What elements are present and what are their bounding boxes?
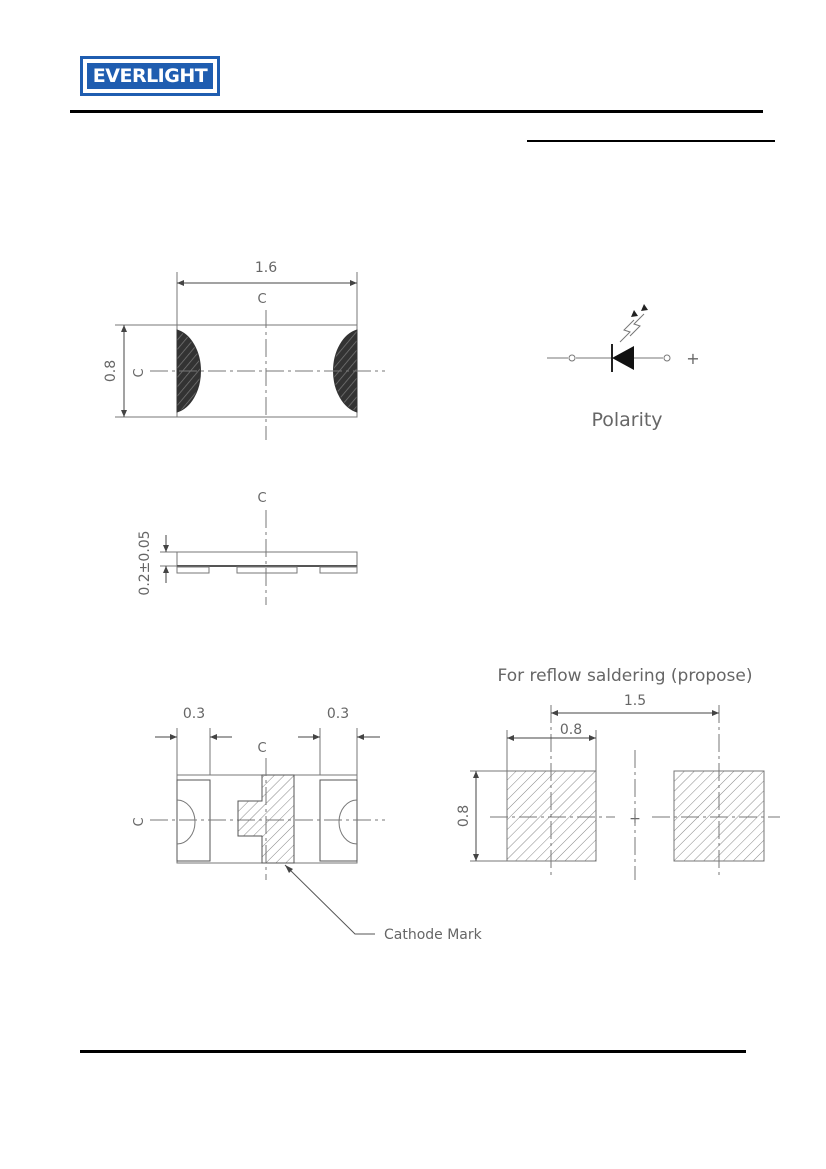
emission-arrow-icon xyxy=(631,310,638,317)
top-centerline-mark: C xyxy=(257,292,266,307)
side-thickness-dim: 0.2±0.05 xyxy=(137,530,153,595)
footer-rule xyxy=(80,1050,746,1053)
header-short-rule xyxy=(527,140,775,142)
top-width-dim: 1.6 xyxy=(255,260,277,276)
polarity-plus: + xyxy=(686,349,699,368)
polarity-label: Polarity xyxy=(591,409,662,431)
pad-width-dim: 0.8 xyxy=(560,722,582,738)
diode-triangle xyxy=(612,346,634,370)
solder-footprint: For reflow saldering (propose) + 1.5 0.8… xyxy=(456,666,780,880)
top-side-centerline-mark: C xyxy=(132,368,147,377)
pitch-dim: 1.5 xyxy=(624,693,646,709)
side-view: C 0.2±0.05 xyxy=(137,491,358,605)
logo-text: EVERLIGHT xyxy=(87,63,213,89)
top-view: 1.6 C 0.8 C xyxy=(103,260,385,440)
right-pad-dim: 0.3 xyxy=(327,706,349,722)
bottom-view: C C 0.3 0.3 Cathode Mark xyxy=(132,706,483,943)
emission-arrow-icon xyxy=(641,304,648,311)
polarity-symbol: + Polarity xyxy=(547,304,700,431)
left-pad-dim: 0.3 xyxy=(183,706,205,722)
footprint-title: For reflow saldering (propose) xyxy=(498,666,753,686)
cathode-mark-label: Cathode Mark xyxy=(384,927,483,943)
pad-height-dim: 0.8 xyxy=(456,805,472,827)
bottom-centerline-mark: C xyxy=(257,741,266,756)
top-right-electrode xyxy=(333,329,358,413)
top-height-dim: 0.8 xyxy=(103,360,119,382)
header-rule xyxy=(70,110,763,113)
everlight-logo: EVERLIGHT xyxy=(80,56,220,96)
side-centerline-mark: C xyxy=(257,491,266,506)
bottom-side-centerline-mark: C xyxy=(132,817,147,826)
